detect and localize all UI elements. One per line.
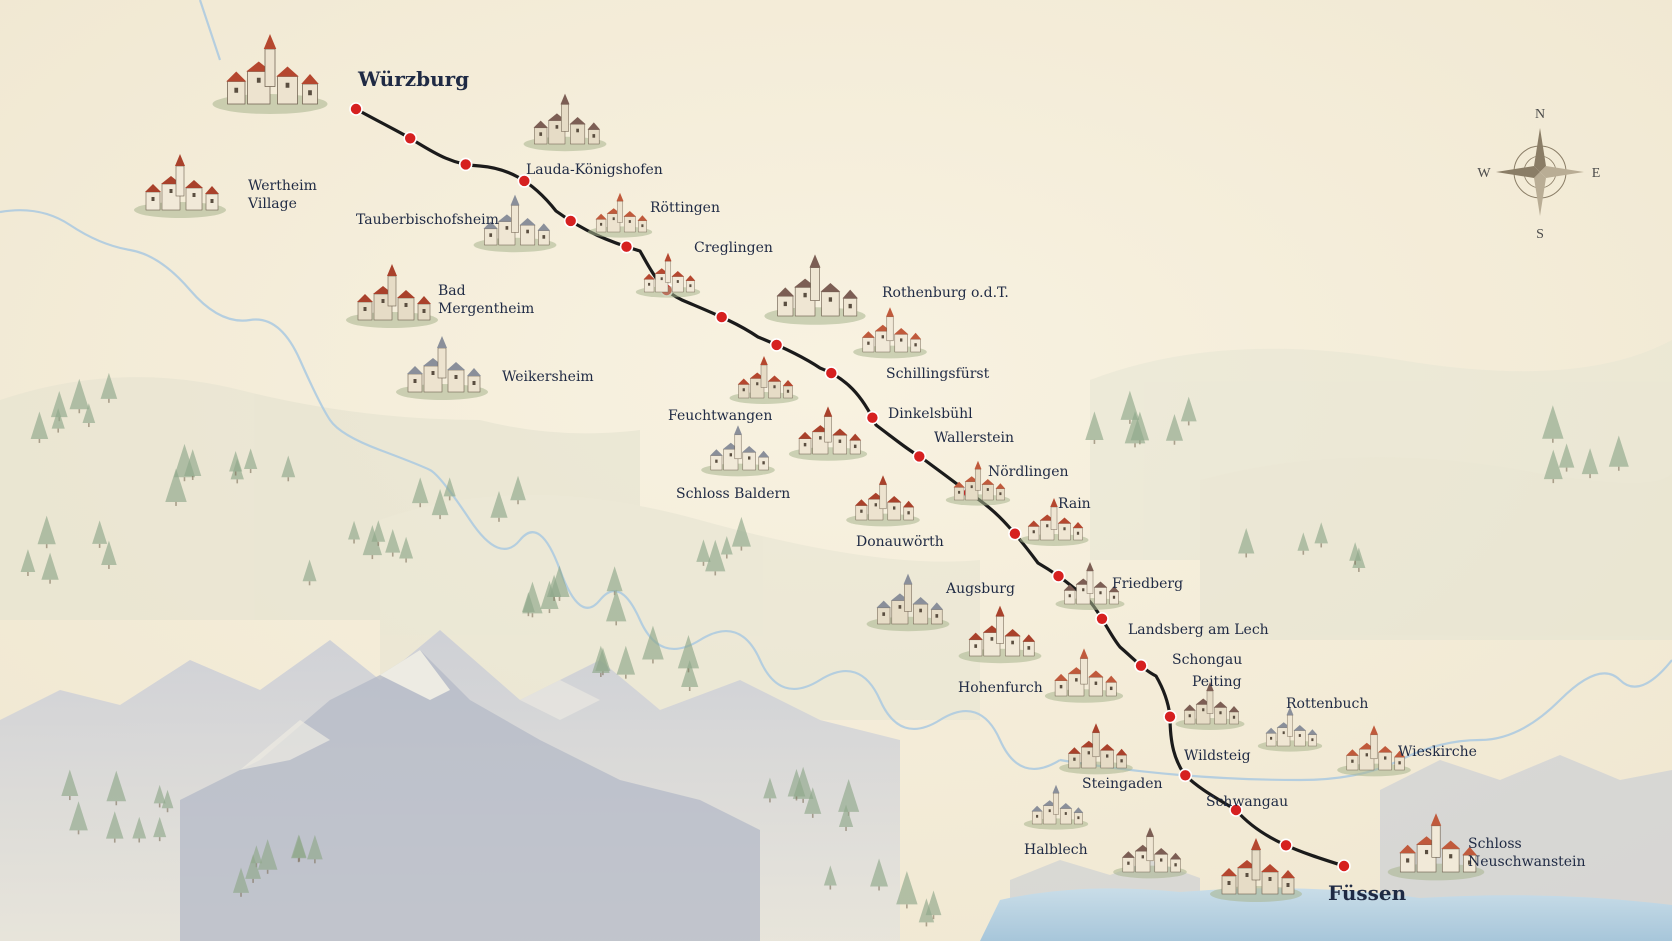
settlement-fussen — [1210, 838, 1302, 902]
label-weikersheim: Weikersheim — [502, 369, 594, 385]
settlement-feuchtwangen — [729, 356, 799, 404]
settlement-rottingen — [587, 192, 653, 238]
settlement-halblech — [1023, 784, 1089, 830]
forests — [20, 372, 1629, 927]
label-steingaden: Steingaden — [1082, 776, 1163, 792]
label-schongau: Schongau — [1172, 652, 1242, 668]
label-dinkelsbuhl: Dinkelsbühl — [888, 406, 973, 422]
settlement-wurzburg — [212, 34, 328, 114]
route-stop[interactable] — [1178, 768, 1193, 783]
route-stop[interactable] — [865, 410, 880, 425]
compass-west-label: W — [1477, 166, 1491, 181]
settlement-lauda — [523, 93, 607, 152]
settlement-wertheim — [134, 154, 226, 218]
label-rottingen: Röttingen — [650, 200, 720, 216]
compass-north-label: N — [1535, 107, 1545, 122]
label-schillingsfurst: Schillingsfürst — [886, 366, 990, 382]
route-stop[interactable] — [349, 102, 363, 116]
settlement-weikersheim — [396, 336, 488, 400]
label-fussen: Füssen — [1328, 881, 1407, 905]
label-hohenfurch: Hohenfurch — [958, 680, 1043, 696]
settlement-tauberbischofsheim — [473, 194, 557, 253]
route-stop[interactable] — [458, 157, 473, 172]
settlement-landsberg — [1044, 648, 1124, 703]
label-rottenbuch: Rottenbuch — [1286, 696, 1368, 712]
route-stop[interactable] — [563, 214, 578, 228]
route-stop[interactable] — [1163, 709, 1177, 724]
mountains — [0, 630, 1672, 941]
settlement-wieskirche — [1337, 725, 1411, 777]
label-tauberbischofsheim: Tauberbischofsheim — [356, 212, 499, 228]
route-stop[interactable] — [1095, 611, 1109, 626]
label-wallerstein: Wallerstein — [934, 430, 1014, 446]
label-augsburg: Augsburg — [945, 581, 1015, 597]
settlement-rottenbuch — [1257, 706, 1323, 752]
route-stop[interactable] — [824, 366, 839, 380]
label-peiting: Peiting — [1192, 674, 1242, 690]
route-stop[interactable] — [1229, 803, 1243, 817]
settlement-schloss-baldern — [701, 425, 775, 477]
settlement-creglingen — [635, 252, 701, 298]
route-stop[interactable] — [1051, 569, 1066, 583]
route-stop[interactable] — [769, 338, 784, 352]
settlement-schillingsfurst — [853, 307, 927, 359]
route-stop[interactable] — [1337, 859, 1351, 873]
compass-south-label: S — [1536, 227, 1544, 242]
settlement-rothenburg — [764, 254, 866, 325]
label-schwangau: Schwangau — [1206, 794, 1288, 810]
label-feuchtwangen: Feuchtwangen — [668, 408, 772, 424]
compass-rose: N E S W — [1477, 107, 1600, 242]
label-schloss-baldern: Schloss Baldern — [676, 486, 790, 502]
label-wurzburg: Würzburg — [357, 67, 469, 91]
settlement-donauworth — [846, 475, 920, 527]
settlement-augsburg — [866, 573, 950, 632]
settlement-peiting — [1175, 682, 1245, 730]
label-wildsteig: Wildsteig — [1184, 748, 1251, 764]
label-donauworth: Donauwörth — [856, 534, 944, 550]
settlement-nordlingen — [945, 460, 1011, 506]
route-stop[interactable] — [403, 131, 418, 146]
settlement-schwangau — [1113, 827, 1187, 879]
label-rain: Rain — [1058, 496, 1091, 512]
route-stop[interactable] — [1134, 658, 1148, 673]
lake — [980, 888, 1672, 941]
route-stop[interactable] — [619, 239, 634, 254]
route-stop[interactable] — [1279, 838, 1293, 853]
label-nordlingen: Nördlingen — [988, 464, 1069, 480]
settlement-hohenfurch — [958, 605, 1042, 664]
label-lauda: Lauda-Königshofen — [526, 162, 663, 178]
settlement-steingaden — [1059, 723, 1133, 775]
settlement-bad-mergentheim — [346, 264, 438, 328]
label-friedberg: Friedberg — [1112, 576, 1183, 592]
label-rothenburg: Rothenburg o.d.T. — [882, 285, 1009, 301]
compass-east-label: E — [1592, 166, 1601, 181]
label-halblech: Halblech — [1024, 842, 1088, 858]
settlement-neuschwanstein — [1387, 813, 1485, 881]
settlements — [134, 34, 1485, 902]
route-stop[interactable] — [517, 174, 532, 188]
label-wieskirche: Wieskirche — [1398, 744, 1477, 760]
route-stop[interactable] — [1008, 526, 1022, 541]
route-stop[interactable] — [912, 449, 927, 464]
settlement-rain — [1019, 498, 1089, 546]
label-creglingen: Creglingen — [694, 240, 773, 256]
route-stop[interactable] — [714, 310, 729, 324]
settlement-dinkelsbuhl — [788, 406, 868, 461]
hills-layer — [0, 340, 1672, 720]
settlement-friedberg — [1055, 562, 1125, 610]
label-landsberg: Landsberg am Lech — [1128, 622, 1269, 638]
